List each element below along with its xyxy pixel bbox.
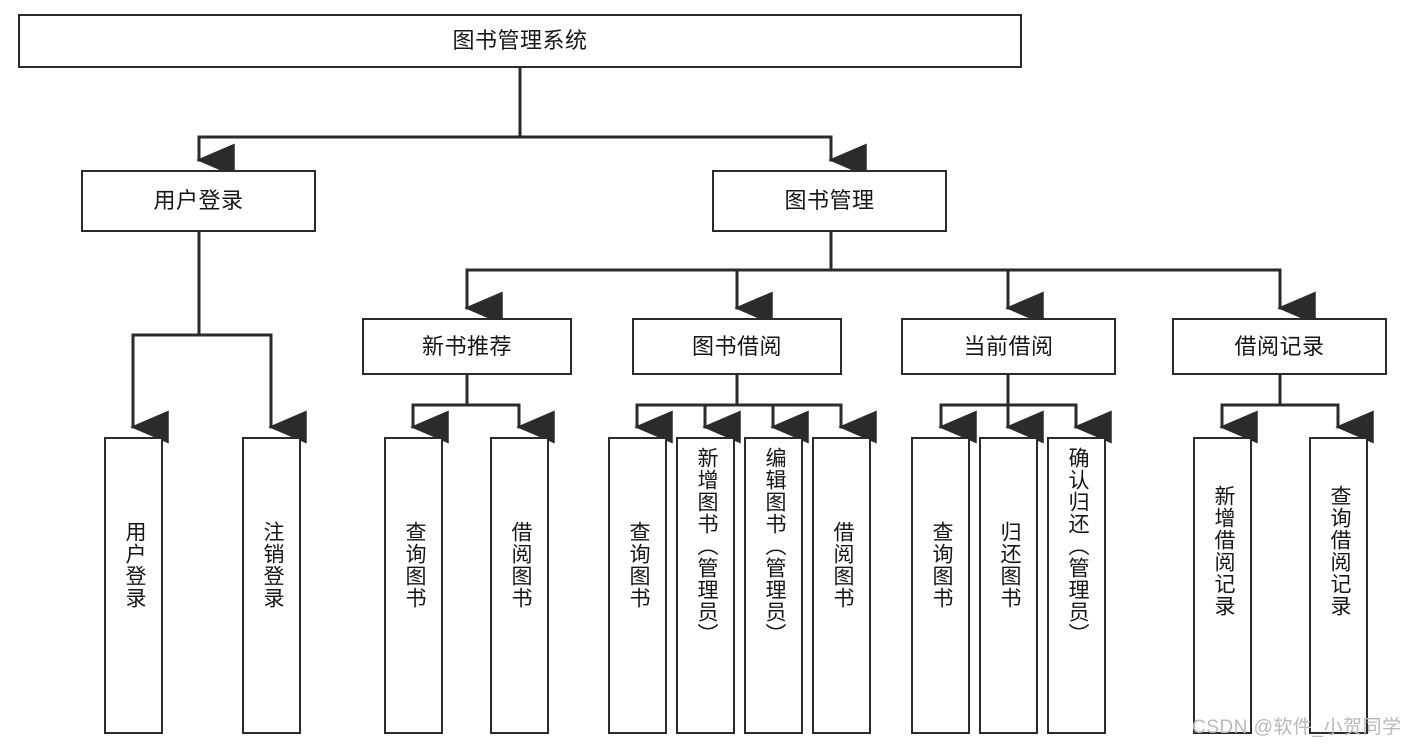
node-label: 查询图书 (402, 521, 426, 609)
leaf-user-login-logout[interactable]: 注销登录 (242, 437, 301, 734)
leaf-user-login-login[interactable]: 用户登录 (104, 437, 163, 734)
leaf-new-book-query-book[interactable]: 查询图书 (384, 437, 443, 734)
leaf-book-borrow-query-book[interactable]: 查询图书 (608, 437, 667, 734)
leaf-book-borrow-add-book-admin[interactable]: 新增图书（管理员） (676, 437, 735, 734)
node-new-book-recommend[interactable]: 新书推荐 (362, 318, 572, 375)
node-label: 新增图书（管理员） (694, 447, 718, 645)
node-book-management[interactable]: 图书管理 (712, 170, 947, 232)
node-label: 借阅图书 (508, 521, 532, 609)
node-label: 用户登录 (153, 188, 244, 214)
node-label: 借阅记录 (1234, 333, 1325, 359)
node-label: 查询图书 (929, 521, 953, 609)
node-label: 归还图书 (997, 521, 1021, 609)
leaf-borrow-record-add-record[interactable]: 新增借阅记录 (1193, 437, 1252, 734)
node-label: 借阅图书 (830, 521, 854, 609)
leaf-book-borrow-borrow-book[interactable]: 借阅图书 (812, 437, 871, 734)
leaf-borrow-record-query-record[interactable]: 查询借阅记录 (1309, 437, 1368, 734)
node-label: 查询图书 (626, 521, 650, 609)
leaf-new-book-borrow-book[interactable]: 借阅图书 (490, 437, 549, 734)
node-label: 确认归还（管理员） (1065, 447, 1089, 645)
leaf-current-borrow-query-book[interactable]: 查询图书 (911, 437, 970, 734)
node-user-login[interactable]: 用户登录 (81, 170, 316, 232)
node-label: 用户登录 (122, 521, 146, 609)
node-root-book-management-system[interactable]: 图书管理系统 (18, 14, 1022, 68)
node-book-borrow[interactable]: 图书借阅 (632, 318, 842, 375)
node-label: 当前借阅 (963, 333, 1054, 359)
node-borrow-record[interactable]: 借阅记录 (1172, 318, 1387, 375)
node-label: 编辑图书（管理员） (762, 447, 786, 645)
leaf-book-borrow-edit-book-admin[interactable]: 编辑图书（管理员） (744, 437, 803, 734)
node-label: 图书管理系统 (452, 28, 588, 54)
leaf-current-borrow-confirm-return-admin[interactable]: 确认归还（管理员） (1047, 437, 1106, 734)
node-label: 新增借阅记录 (1211, 485, 1235, 617)
node-label: 图书借阅 (691, 333, 782, 359)
leaf-current-borrow-return-book[interactable]: 归还图书 (979, 437, 1038, 734)
node-current-borrow[interactable]: 当前借阅 (901, 318, 1116, 375)
node-label: 图书管理 (784, 188, 875, 214)
node-label: 查询借阅记录 (1327, 485, 1351, 617)
node-label: 新书推荐 (421, 333, 512, 359)
csdn-watermark: CSDN @软件_小贺同学 (1192, 717, 1402, 738)
node-label: 注销登录 (260, 521, 284, 609)
